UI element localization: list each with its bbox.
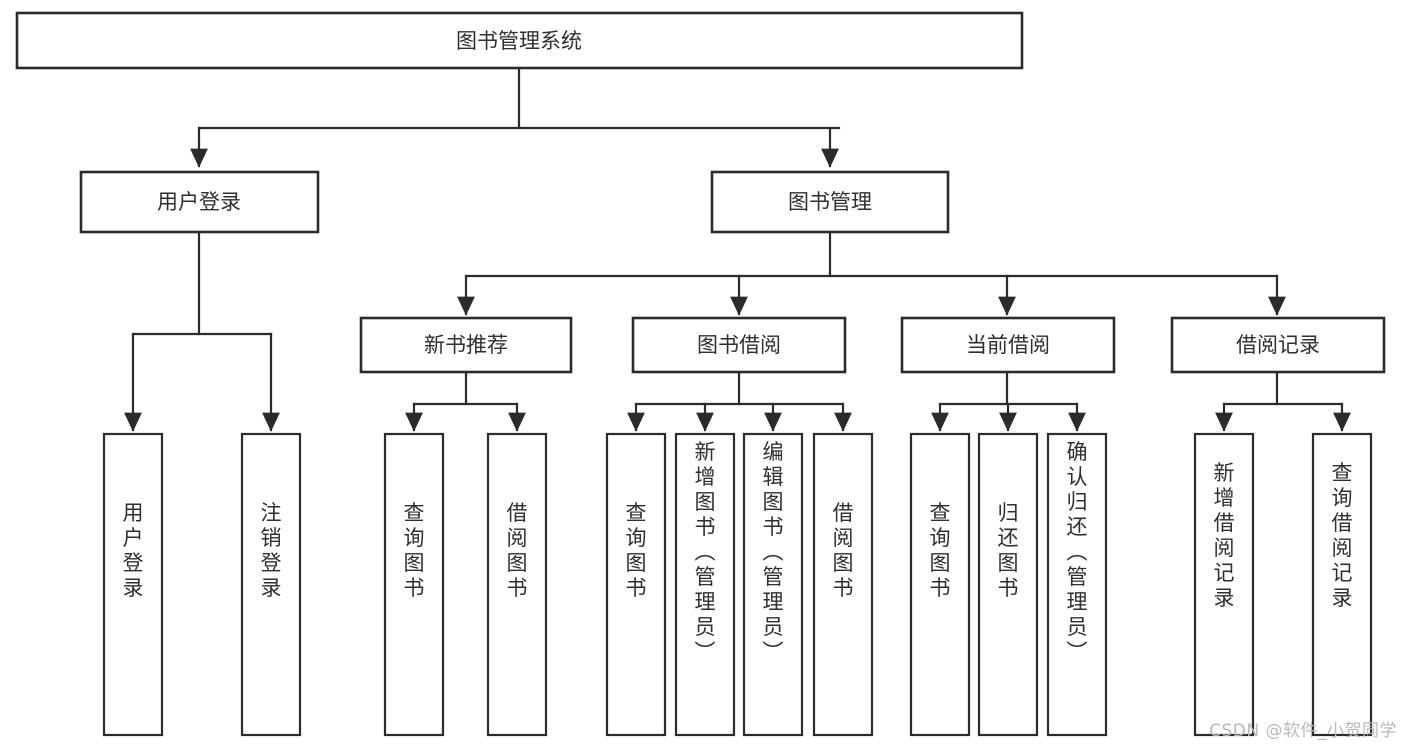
node-book-borrow-box[interactable] bbox=[631, 316, 847, 374]
leaf-return-book-box[interactable] bbox=[977, 432, 1039, 737]
leaf-edit-book-label: 编辑图书︵管理员︶ bbox=[763, 440, 784, 664]
leaf-user-logout-label: 注销登录 bbox=[261, 501, 282, 600]
leaf-add-borrow-record-box[interactable] bbox=[1193, 432, 1255, 737]
node-book-borrow-label: 图书借阅 bbox=[697, 333, 781, 357]
node-root-label: 图书管理系统 bbox=[456, 29, 582, 53]
node-new-book-recommend[interactable]: 新书推荐 bbox=[359, 316, 573, 374]
leaf-query-book-1-box[interactable] bbox=[383, 432, 445, 737]
leaf-borrow-book-1-box[interactable] bbox=[486, 432, 548, 737]
leaf-edit-book-box[interactable] bbox=[742, 432, 804, 737]
node-user-login-box[interactable] bbox=[79, 170, 320, 234]
node-book-manage-label: 图书管理 bbox=[788, 190, 872, 214]
edges-layer bbox=[124, 66, 1351, 432]
node-book-borrow[interactable]: 图书借阅 bbox=[631, 316, 847, 374]
leaf-borrow-book-1-label: 借阅图书 bbox=[507, 501, 528, 600]
leaf-user-logout-box[interactable] bbox=[240, 432, 302, 737]
csdn-watermark: CSDN @软件_小贺同学 bbox=[1209, 721, 1397, 741]
leaf-query-book-3[interactable]: 查询图书 bbox=[909, 432, 971, 737]
node-book-manage[interactable]: 图书管理 bbox=[710, 170, 950, 234]
leaf-add-book[interactable]: 新增图书︵管理员︶ bbox=[674, 432, 736, 737]
node-user-login[interactable]: 用户登录 bbox=[79, 170, 320, 234]
node-borrow-record-box[interactable] bbox=[1170, 316, 1386, 374]
node-new-book-recommend-box[interactable] bbox=[359, 316, 573, 374]
leaf-query-borrow-record-label: 查询借阅记录 bbox=[1332, 461, 1353, 610]
leaf-add-borrow-record[interactable]: 新增借阅记录 bbox=[1193, 432, 1255, 737]
node-current-borrow-box[interactable] bbox=[900, 316, 1116, 374]
leaf-return-book[interactable]: 归还图书 bbox=[977, 432, 1039, 737]
node-borrow-record[interactable]: 借阅记录 bbox=[1170, 316, 1386, 374]
leaf-user-login-label: 用户登录 bbox=[123, 501, 144, 600]
leaf-query-book-1[interactable]: 查询图书 bbox=[383, 432, 445, 737]
leaf-user-login[interactable]: 用户登录 bbox=[102, 432, 164, 737]
leaf-query-book-2[interactable]: 查询图书 bbox=[605, 432, 667, 737]
leaf-query-book-3-box[interactable] bbox=[909, 432, 971, 737]
node-new-book-recommend-label: 新书推荐 bbox=[424, 333, 508, 357]
leaf-return-book-label: 归还图书 bbox=[998, 501, 1019, 600]
leaf-borrow-book-2-box[interactable] bbox=[812, 432, 874, 737]
leaf-query-book-2-box[interactable] bbox=[605, 432, 667, 737]
leaf-add-book-label: 新增图书︵管理员︶ bbox=[695, 440, 716, 664]
node-borrow-record-label: 借阅记录 bbox=[1236, 333, 1320, 357]
leaf-confirm-return-label: 确认归还︵管理员︶ bbox=[1067, 440, 1088, 664]
node-user-login-label: 用户登录 bbox=[157, 190, 241, 214]
leaf-borrow-book-2-label: 借阅图书 bbox=[833, 501, 854, 600]
node-current-borrow-label: 当前借阅 bbox=[966, 333, 1050, 357]
node-book-manage-box[interactable] bbox=[710, 170, 950, 234]
node-root-box[interactable] bbox=[15, 11, 1024, 70]
leaf-query-borrow-record-box[interactable] bbox=[1311, 432, 1373, 737]
leaf-query-book-2-label: 查询图书 bbox=[626, 501, 647, 600]
leaf-user-login-box[interactable] bbox=[102, 432, 164, 737]
leaf-user-logout[interactable]: 注销登录 bbox=[240, 432, 302, 737]
leaf-query-book-1-label: 查询图书 bbox=[404, 501, 425, 600]
leaf-edit-book[interactable]: 编辑图书︵管理员︶ bbox=[742, 432, 804, 737]
node-current-borrow[interactable]: 当前借阅 bbox=[900, 316, 1116, 374]
leaf-add-book-box[interactable] bbox=[674, 432, 736, 737]
leaf-query-borrow-record[interactable]: 查询借阅记录 bbox=[1311, 432, 1373, 737]
leaf-borrow-book-1[interactable]: 借阅图书 bbox=[486, 432, 548, 737]
node-root[interactable]: 图书管理系统 bbox=[15, 11, 1024, 70]
leaf-query-book-3-label: 查询图书 bbox=[930, 501, 951, 600]
leaf-confirm-return[interactable]: 确认归还︵管理员︶ bbox=[1046, 432, 1108, 737]
leaf-confirm-return-box[interactable] bbox=[1046, 432, 1108, 737]
leaf-borrow-book-2[interactable]: 借阅图书 bbox=[812, 432, 874, 737]
leaf-add-borrow-record-label: 新增借阅记录 bbox=[1214, 461, 1235, 610]
